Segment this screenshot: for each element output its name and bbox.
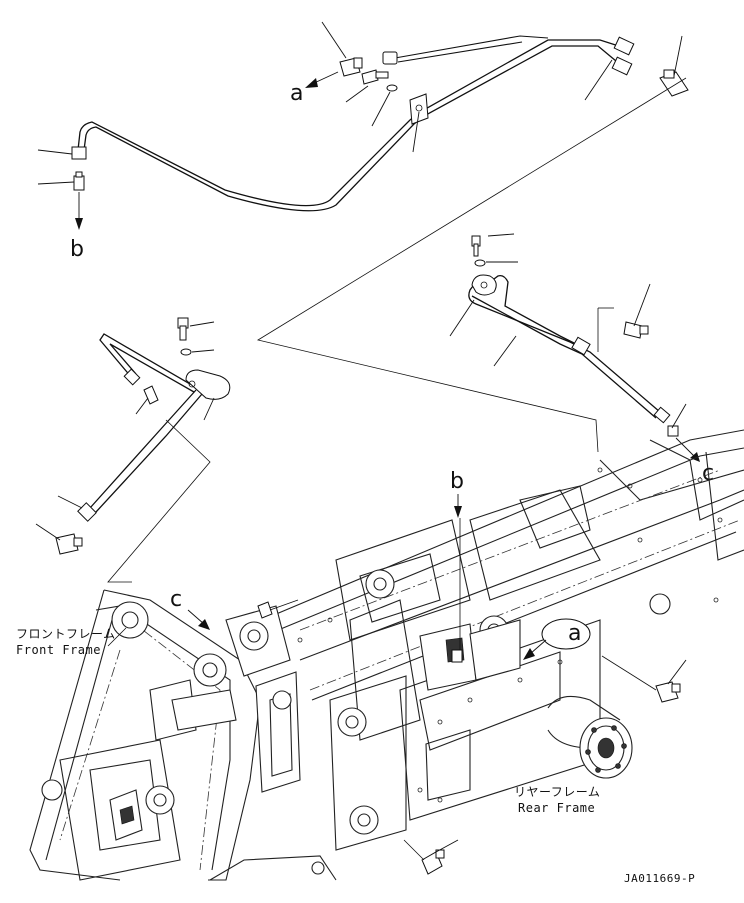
- callout-a: a: [523, 618, 591, 660]
- left-grease-fitting: [143, 385, 159, 405]
- left-pipe-nut: [123, 368, 141, 386]
- label-c-left: c: [170, 587, 182, 612]
- drawing-code: JA011669-P: [624, 872, 695, 885]
- label-a-top: a: [290, 81, 303, 106]
- frame-lower-fitting: [421, 849, 445, 875]
- center-hitch: [419, 619, 521, 691]
- clamp-plate: [409, 93, 429, 125]
- label-b-center: b: [450, 469, 464, 494]
- right-adapter-fitting: [623, 321, 649, 339]
- center-hinge: [225, 605, 301, 793]
- label-a-callout: a: [568, 621, 581, 646]
- top-left-grease-fitting: [73, 171, 85, 191]
- left-pipe-lower-nut: [77, 502, 97, 522]
- top-left-nut: [71, 146, 87, 160]
- front-frame: [29, 589, 261, 881]
- rear-axle: [547, 695, 633, 779]
- front-frame-label-en: Front Frame: [16, 643, 101, 657]
- top-pipe-left-nut: [382, 51, 398, 65]
- left-pipe-assembly: [35, 317, 231, 583]
- frame-rear-adapter: [601, 655, 681, 703]
- label-b-left: b: [70, 237, 84, 262]
- front-frame-label-jp: フロントフレーム: [16, 627, 116, 641]
- right-pipe-end-nut: [653, 406, 671, 424]
- left-lower-adapter: [55, 533, 83, 555]
- top-bolt-and-washer: [361, 69, 398, 92]
- right-bolt-and-washer: [471, 235, 486, 267]
- right-pipe-assembly: c: [449, 233, 714, 486]
- left-bolt-and-washer: [177, 317, 192, 356]
- right-pipe-nut: [571, 336, 591, 356]
- top-grease-fitting: [339, 57, 363, 77]
- rear-frame-label-en: Rear Frame: [518, 801, 595, 815]
- main-frame-assembly: [29, 429, 744, 881]
- frame-grease-fitting-center: [257, 601, 273, 619]
- right-grease-fitting: [667, 425, 679, 437]
- top-pipe-assembly: a b: [37, 21, 689, 262]
- top-pipe-right-nuts: [611, 36, 635, 76]
- rear-frame-label-jp: リヤーフレーム: [514, 785, 600, 799]
